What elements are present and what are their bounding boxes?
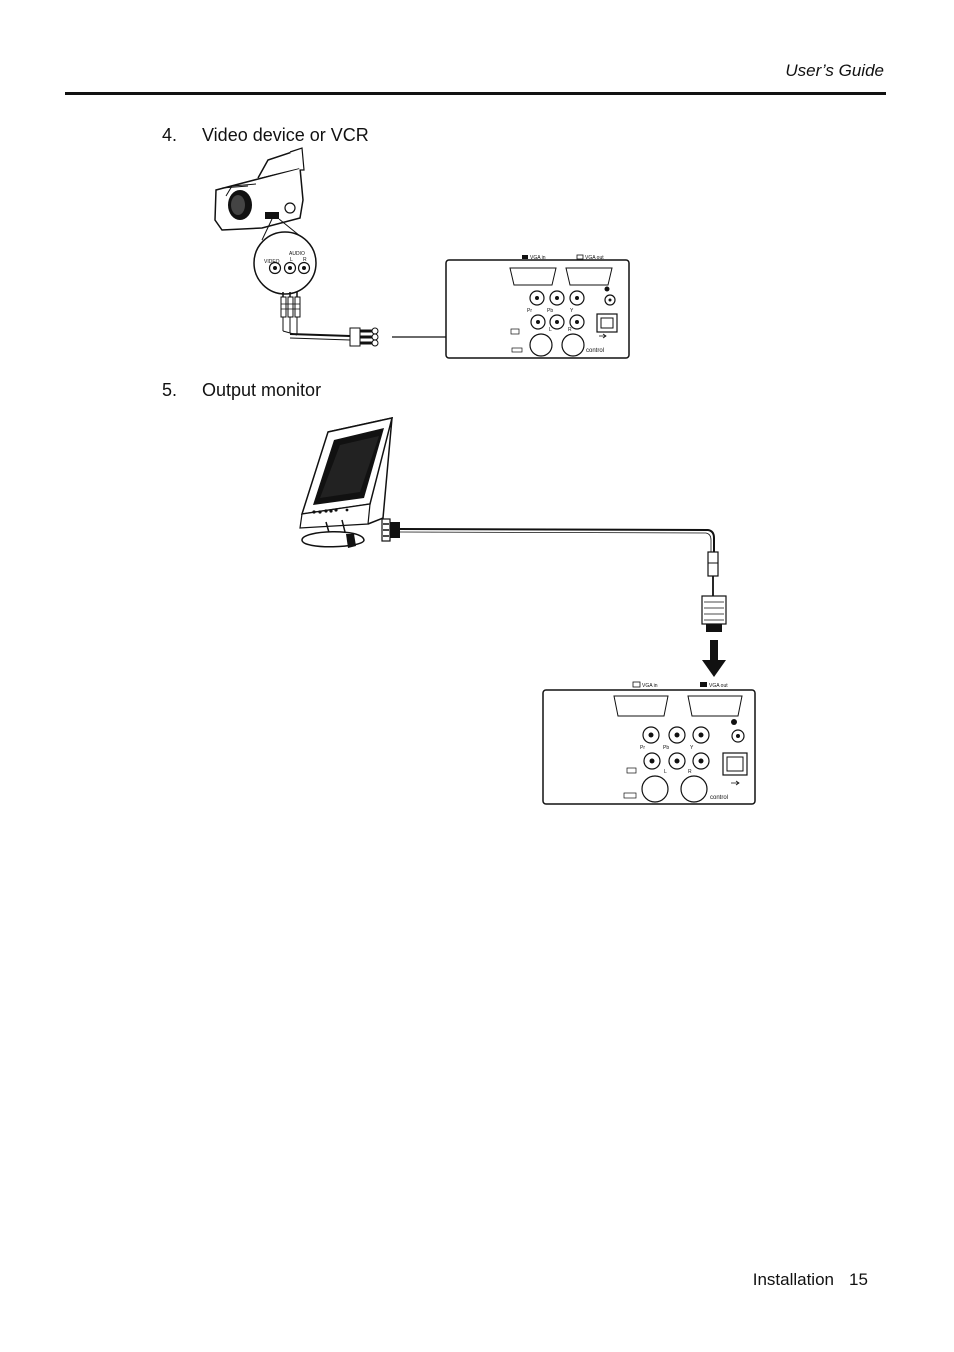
control-label: control bbox=[710, 795, 728, 801]
pr-label: Pr bbox=[527, 308, 532, 314]
audio-l-label: L bbox=[290, 257, 293, 263]
y-label: Y bbox=[570, 308, 574, 314]
audio-label: AUDIO bbox=[289, 251, 305, 257]
step-number: 4. bbox=[162, 125, 178, 145]
control-label: control bbox=[586, 348, 604, 354]
audio-r-label: R bbox=[688, 769, 692, 775]
pb-label: Pb bbox=[547, 308, 553, 314]
projector-rear-panel-1: VGA in VGA out Pr Pb Y L R control bbox=[445, 254, 630, 359]
video-label: VIDEO bbox=[264, 259, 280, 265]
vga-cable bbox=[381, 518, 727, 677]
projector-rear-panel-2: VGA in VGA out Pr Pb Y L R control bbox=[542, 681, 756, 805]
step-number: 5. bbox=[162, 380, 178, 400]
lcd-monitor-illustration bbox=[299, 417, 394, 548]
footer-section-name: Installation bbox=[752, 1270, 834, 1289]
page-number: 15 bbox=[849, 1270, 868, 1289]
vga-out-label: VGA out bbox=[585, 255, 604, 261]
vga-in-label: VGA in bbox=[642, 683, 658, 689]
step-text: Output monitor bbox=[202, 380, 322, 400]
vga-out-label: VGA out bbox=[709, 683, 728, 689]
pr-label: Pr bbox=[640, 745, 645, 751]
running-header-title: User’s Guide bbox=[785, 61, 884, 80]
y-label: Y bbox=[690, 745, 694, 751]
camcorder-illustration bbox=[214, 147, 305, 231]
header-rule bbox=[65, 92, 886, 95]
audio-l-label: L bbox=[549, 327, 552, 333]
audio-r-label: R bbox=[568, 327, 572, 333]
audio-r-label: R bbox=[303, 257, 307, 263]
vga-in-label: VGA in bbox=[530, 255, 546, 261]
audio-l-label: L bbox=[664, 769, 667, 775]
step-text: Video device or VCR bbox=[202, 125, 369, 145]
audio-video-jack-closeup: AUDIO VIDEO L R bbox=[253, 218, 317, 295]
pb-label: Pb bbox=[663, 745, 669, 751]
rca-plugs-camcorder-end bbox=[280, 292, 301, 336]
